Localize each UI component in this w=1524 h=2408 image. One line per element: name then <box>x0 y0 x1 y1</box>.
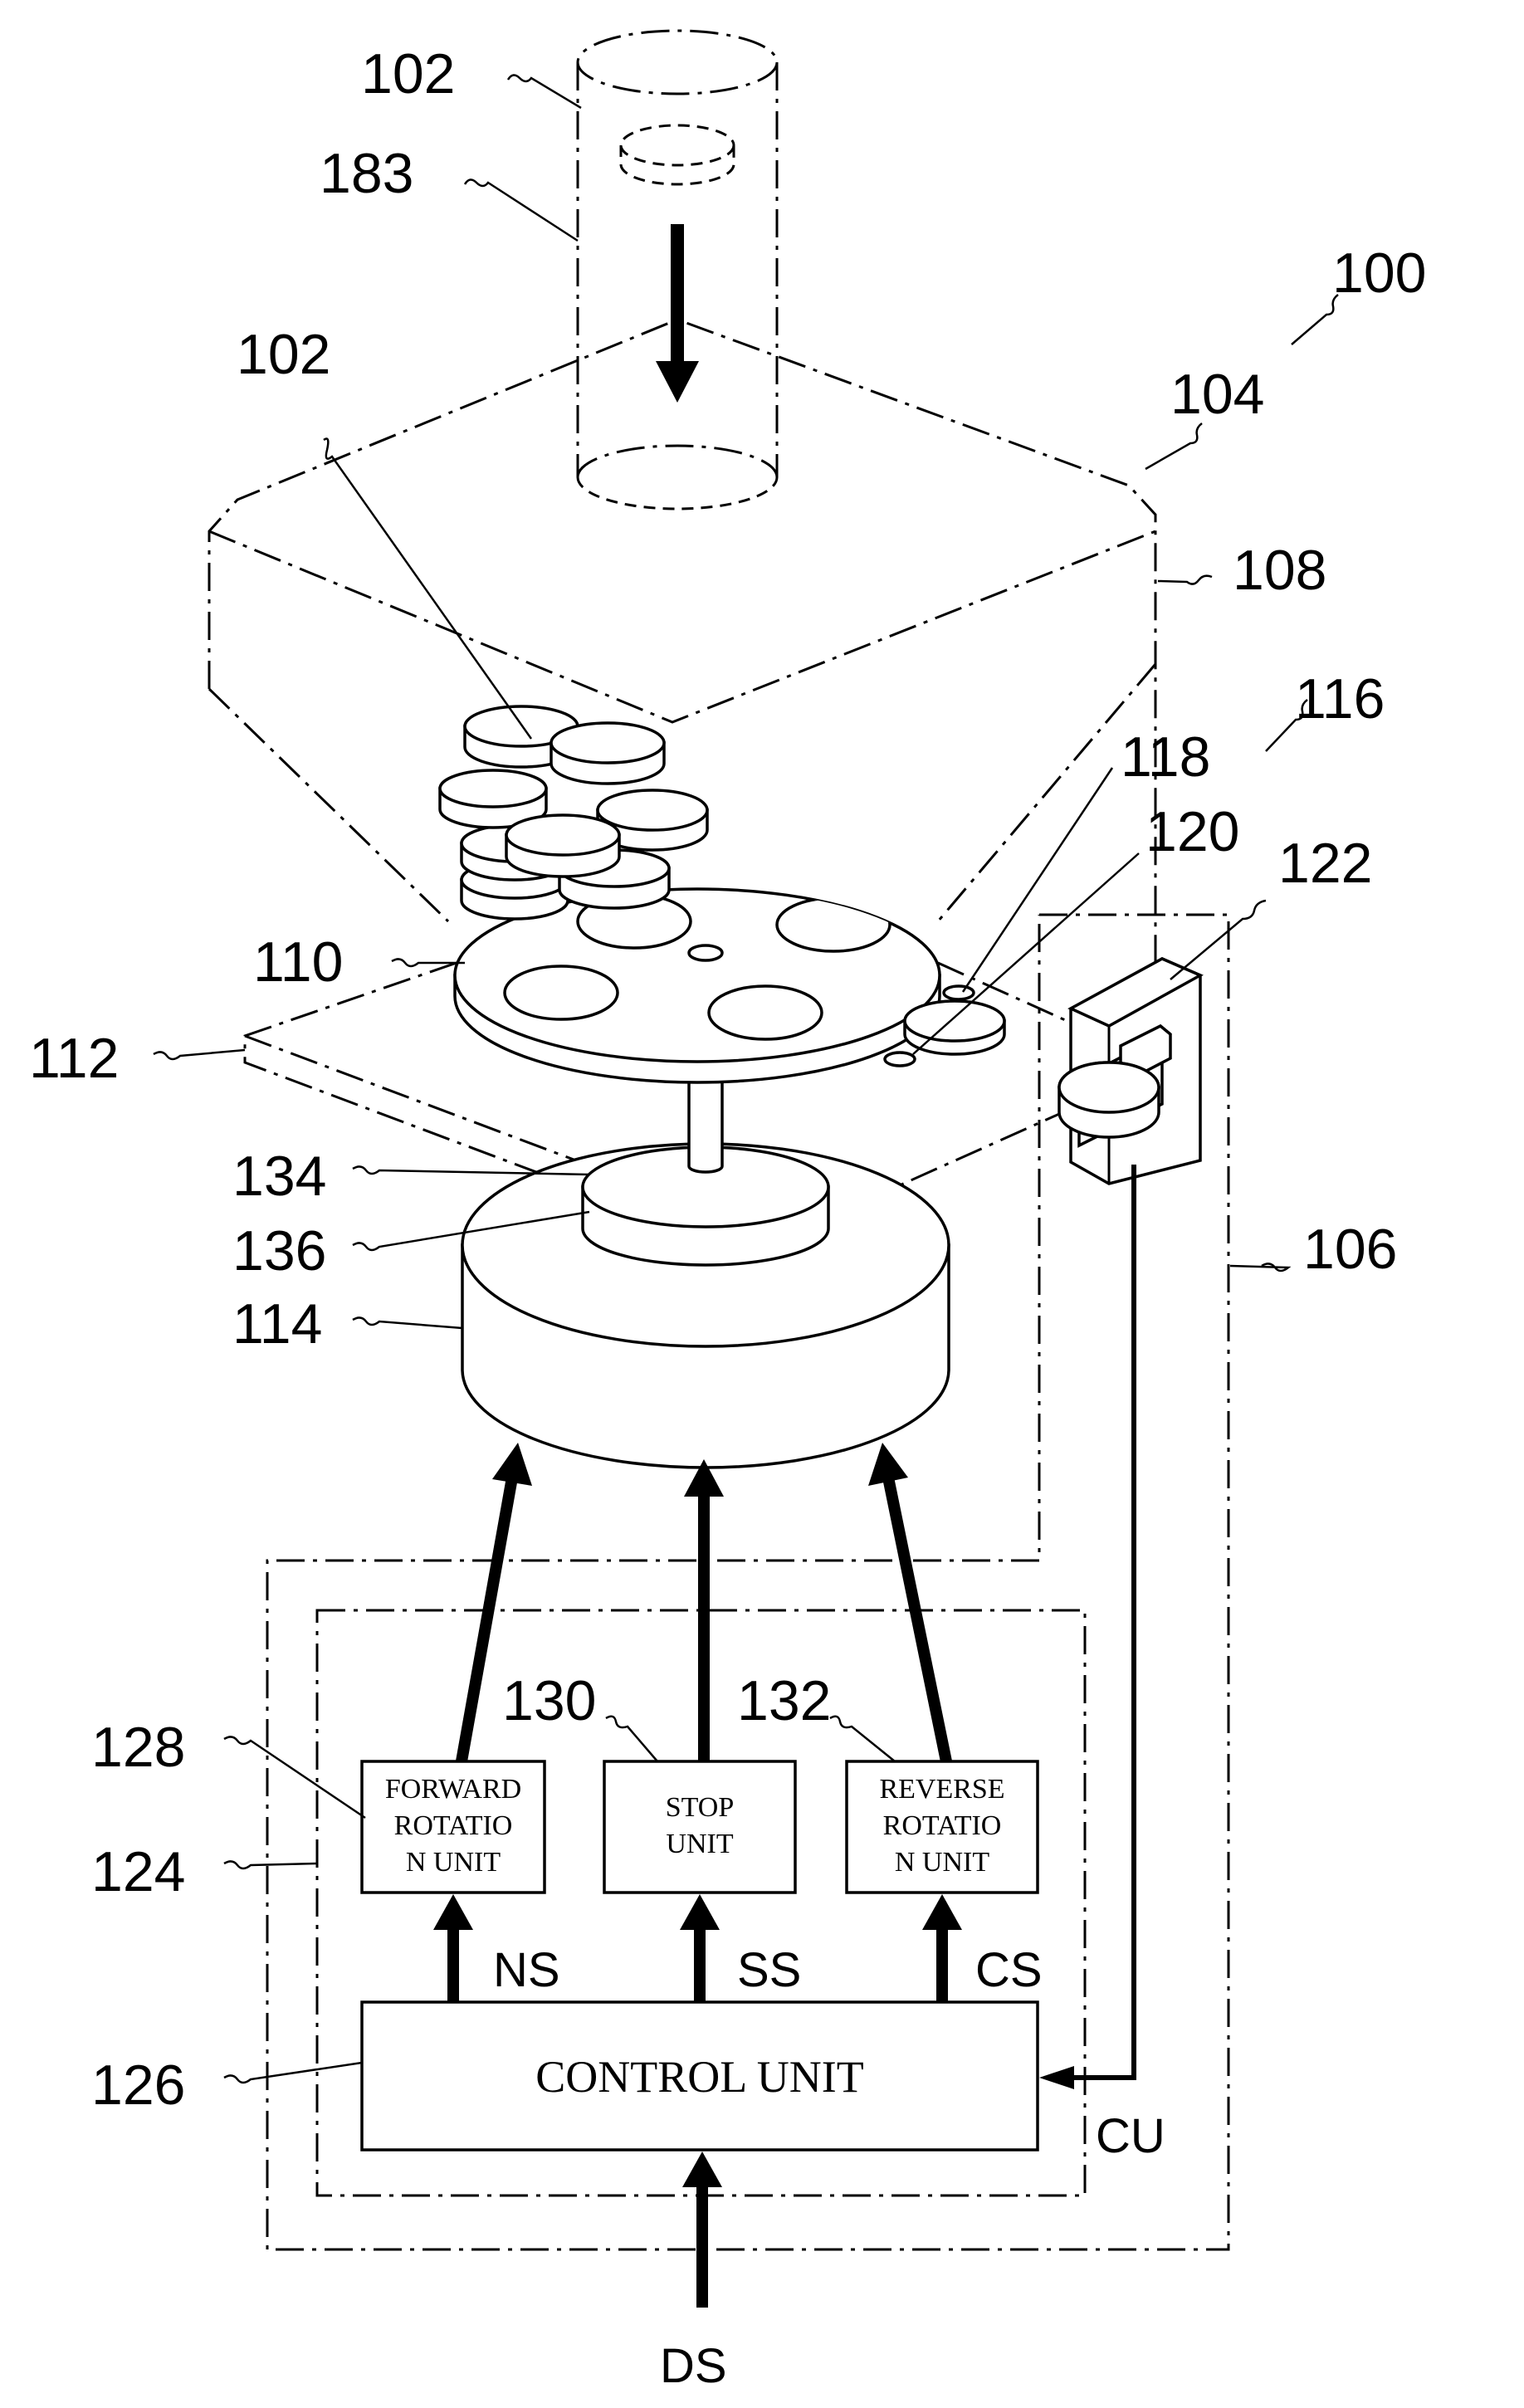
ref-116: 116 <box>1295 667 1385 730</box>
cs-signal-arrow <box>922 1894 962 2002</box>
signal-cu: CU <box>1096 2109 1165 2163</box>
ref-102-tube: 102 <box>361 42 455 105</box>
ref-106: 106 <box>1303 1218 1397 1281</box>
control-unit: CONTROL UNIT <box>362 2002 1038 2150</box>
ds-signal-arrow <box>682 2152 722 2308</box>
forward-rotation-label-3: N UNIT <box>406 1847 501 1878</box>
ref-136: 136 <box>232 1219 326 1282</box>
ref-134: 134 <box>232 1145 326 1208</box>
ref-122: 122 <box>1278 832 1372 895</box>
ref-110: 110 <box>253 930 343 994</box>
reverse-rotation-label-1: REVERSE <box>879 1774 1004 1805</box>
forward-rotation-unit: FORWARD ROTATIO N UNIT <box>362 1761 545 1893</box>
signal-ds: DS <box>660 2339 727 2393</box>
reverse-rotation-label-3: N UNIT <box>895 1847 989 1878</box>
falling-coin <box>621 125 734 184</box>
ref-104: 104 <box>1170 363 1264 426</box>
stop-label-2: UNIT <box>666 1829 733 1859</box>
ref-183: 183 <box>320 142 413 205</box>
photo-sensor <box>1059 959 1200 1184</box>
ref-126: 126 <box>91 2054 185 2117</box>
ref-130: 130 <box>502 1669 596 1732</box>
reverse-drive-arrow <box>868 1443 946 1761</box>
feed-direction-arrow <box>656 224 699 403</box>
forward-rotation-label-1: FORWARD <box>385 1774 521 1805</box>
ns-signal-arrow <box>433 1894 473 2002</box>
signal-ns: NS <box>493 1943 560 1997</box>
ref-108: 108 <box>1233 539 1326 602</box>
ref-114: 114 <box>232 1292 322 1355</box>
ref-102-coins: 102 <box>237 323 330 386</box>
signal-ss: SS <box>737 1943 801 1997</box>
ref-128: 128 <box>91 1716 185 1779</box>
coin-stack <box>440 706 707 919</box>
ref-118: 118 <box>1121 725 1210 789</box>
signal-cs: CS <box>975 1943 1043 1997</box>
reverse-rotation-unit: REVERSE ROTATIO N UNIT <box>847 1761 1038 1893</box>
forward-rotation-label-2: ROTATIO <box>394 1810 513 1841</box>
reverse-rotation-label-2: ROTATIO <box>883 1810 1002 1841</box>
stop-label-1: STOP <box>666 1792 735 1823</box>
hopper-body <box>209 320 1155 988</box>
ss-signal-arrow <box>680 1894 720 2002</box>
ref-120: 120 <box>1145 800 1239 863</box>
ref-124: 124 <box>91 1840 185 1903</box>
control-unit-label: CONTROL UNIT <box>535 2052 863 2102</box>
stop-unit: STOP UNIT <box>604 1761 795 1893</box>
cu-signal-line <box>1039 1165 1134 2089</box>
ref-112: 112 <box>29 1027 119 1090</box>
ref-100: 100 <box>1332 242 1426 305</box>
ref-132: 132 <box>737 1669 831 1732</box>
